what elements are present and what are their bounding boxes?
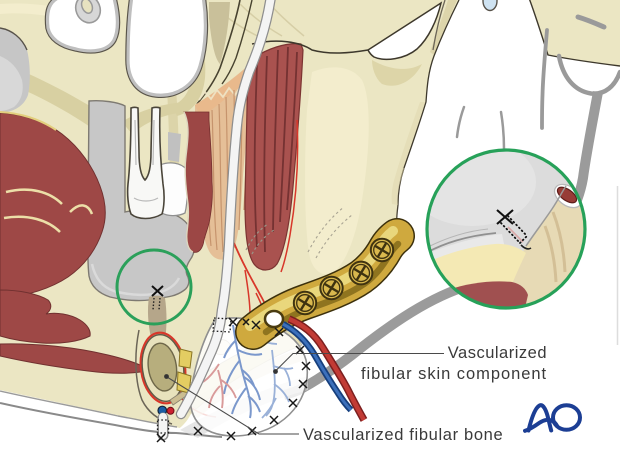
svg-text:Vascularized fibular bone: Vascularized fibular bone (303, 426, 503, 444)
svg-text:fibular skin component: fibular skin component (361, 365, 547, 383)
svg-text:Vascularized: Vascularized (448, 344, 547, 362)
